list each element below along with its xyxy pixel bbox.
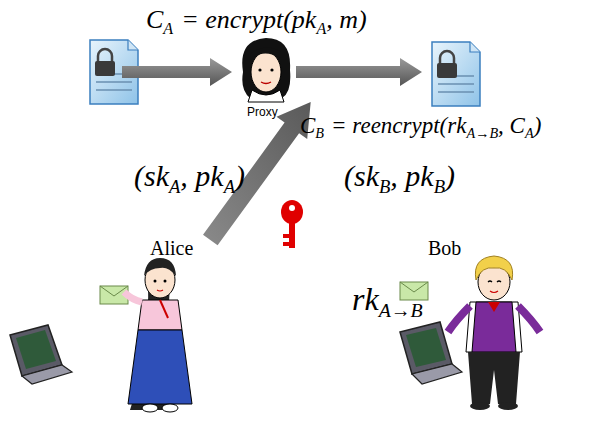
formula-text: ) bbox=[445, 159, 455, 192]
subscript: A bbox=[316, 20, 326, 37]
formula-text: C bbox=[300, 113, 315, 138]
key-icon bbox=[281, 200, 303, 248]
formula: (skA, pkA) bbox=[134, 158, 245, 194]
subscript: A bbox=[525, 125, 534, 141]
subscript: A bbox=[224, 176, 235, 197]
person-label: Alice bbox=[147, 236, 196, 261]
node-text: Bob bbox=[428, 237, 461, 260]
formula-text: = reencrypt(rk bbox=[331, 113, 466, 138]
flow-arrow bbox=[296, 58, 422, 86]
proxy-figure bbox=[242, 38, 290, 102]
subscript: B bbox=[315, 125, 324, 141]
laptop bbox=[10, 325, 72, 384]
formula-text: ) bbox=[235, 159, 245, 192]
subscript: B bbox=[434, 176, 445, 197]
person-label: Bob bbox=[425, 236, 464, 261]
formula-text: rk bbox=[352, 281, 379, 317]
node-text: Proxy bbox=[247, 105, 278, 119]
formula-text: (sk bbox=[344, 159, 379, 192]
subscript: A→B bbox=[466, 125, 498, 141]
subscript: A bbox=[163, 20, 173, 37]
formula-text: , C bbox=[498, 113, 525, 138]
alice-figure bbox=[124, 258, 192, 412]
formula-text: , pk bbox=[180, 159, 223, 192]
envelope bbox=[400, 282, 428, 300]
formula: CA= encrypt(pkA, m) bbox=[146, 4, 367, 35]
formula-text: (sk bbox=[134, 159, 169, 192]
locked-document bbox=[432, 42, 480, 106]
bob-figure bbox=[448, 256, 540, 410]
node-text: Alice bbox=[150, 237, 193, 260]
formula: rkA→B bbox=[352, 280, 423, 318]
formula-text: ) bbox=[534, 113, 542, 138]
flow-arrow bbox=[122, 58, 232, 86]
subscript: A bbox=[169, 176, 180, 197]
formula-text: , pk bbox=[390, 159, 433, 192]
proxy-label: Proxy bbox=[244, 104, 281, 120]
subscript: A→B bbox=[379, 299, 423, 321]
formula-text: , m) bbox=[326, 5, 366, 34]
subscript: B bbox=[379, 176, 390, 197]
formula-text: = encrypt(pk bbox=[181, 5, 316, 34]
formula: CB = reencrypt(rkA→B, CA) bbox=[300, 112, 541, 140]
formula-text: C bbox=[146, 5, 163, 34]
formula: (skB, pkB) bbox=[344, 158, 455, 194]
